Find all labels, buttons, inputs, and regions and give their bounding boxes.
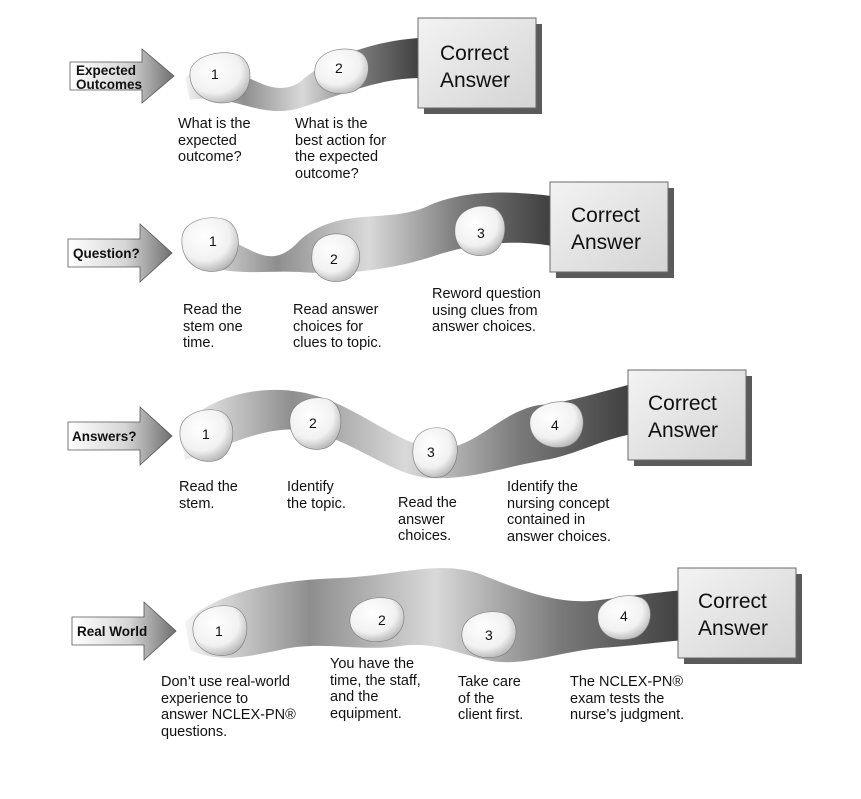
pebble-step-4: 4: [597, 595, 651, 640]
pebble: [181, 217, 239, 272]
step-caption-r4-1: Don’t use real-world experience to answe…: [161, 674, 296, 740]
pebble-step-2: 2: [314, 48, 369, 94]
step-number: 2: [309, 415, 317, 431]
box: [627, 369, 747, 461]
pebble: [412, 427, 458, 478]
ribbon: [185, 568, 685, 663]
row-question: Question? 1 2 3 Correct Answer: [67, 181, 674, 283]
correct-label: Correct: [440, 42, 509, 65]
pebble-step-3: 3: [454, 205, 506, 256]
arrow-label: Answers?: [72, 429, 137, 444]
correct-answer-box: Correct Answer: [417, 17, 542, 114]
pebble-step-1: 1: [192, 605, 248, 656]
arrow-label: Outcomes: [76, 77, 142, 92]
step-number: 2: [330, 251, 338, 267]
box: [417, 17, 537, 109]
row-answers: Answers? 1 2 3 4 Correct Answer: [67, 369, 752, 479]
step-number: 1: [215, 623, 223, 639]
arrow-shape: [67, 406, 173, 466]
answer-label: Answer: [440, 69, 510, 92]
pebble-step-1: 1: [181, 217, 239, 272]
box: [677, 567, 797, 659]
step-number: 1: [209, 233, 217, 249]
answer-label: Answer: [648, 419, 718, 442]
pebble: [349, 597, 405, 642]
step-caption-r3-3: Read the answer choices.: [398, 495, 457, 544]
step-number: 3: [485, 627, 493, 643]
pebble: [189, 52, 251, 104]
step-number: 1: [211, 66, 219, 82]
pebble-step-3: 3: [461, 611, 517, 658]
step-caption-r2-3: Reword question using clues from answer …: [432, 286, 541, 335]
ribbon: [180, 384, 632, 479]
step-number: 4: [551, 417, 559, 433]
step-caption-r1-1: What is the expected outcome?: [178, 116, 251, 165]
step-number: 2: [378, 612, 386, 628]
correct-answer-box: Correct Answer: [677, 567, 802, 664]
step-caption-r4-3: Take care of the client first.: [458, 674, 524, 723]
box: [549, 181, 669, 273]
step-number: 3: [477, 225, 485, 241]
arrow-real-world: Real World: [71, 601, 177, 661]
step-number: 3: [427, 444, 435, 460]
arrow-question: Question?: [67, 223, 173, 283]
arrow-label: Question?: [73, 246, 140, 261]
arrow-shape: [67, 223, 173, 283]
pebble-step-1: 1: [179, 409, 234, 462]
pebble: [289, 397, 342, 450]
correct-answer-box: Correct Answer: [627, 369, 752, 466]
step-caption-r4-4: The NCLEX-PN® exam tests the nurse’s jud…: [570, 674, 685, 723]
pebble-step-4: 4: [529, 401, 584, 448]
step-caption-r4-2: You have the time, the staff, and the eq…: [330, 656, 421, 722]
step-caption-r2-2: Read answer choices for clues to topic.: [293, 302, 382, 351]
correct-label: Correct: [571, 204, 640, 227]
pebble-step-2: 2: [289, 397, 342, 450]
step-caption-r3-2: Identify the topic.: [287, 479, 346, 512]
ribbon: [185, 192, 552, 274]
pebble: [597, 595, 651, 640]
pebble: [192, 605, 248, 656]
arrow-answers: Answers?: [67, 406, 173, 466]
pebble: [179, 409, 234, 462]
pebble-step-3: 3: [412, 427, 458, 478]
step-number: 2: [335, 60, 343, 76]
answer-label: Answer: [698, 617, 768, 640]
arrow-expected-outcomes: Expected Outcomes: [69, 48, 175, 104]
step-caption-r1-2: What is the best action for the expected…: [295, 116, 387, 182]
pebble-step-2: 2: [311, 233, 360, 282]
arrow-label: Real World: [77, 624, 147, 639]
step-caption-r2-1: Read the stem one time.: [183, 302, 243, 351]
arrow-shape: [69, 48, 175, 104]
row-real-world: Real World 1 2 3 4 Correct Answer: [71, 567, 802, 664]
step-number: 4: [620, 608, 628, 624]
pebble: [311, 233, 360, 282]
answer-label: Answer: [571, 231, 641, 254]
correct-answer-box: Correct Answer: [549, 181, 674, 278]
pebble: [461, 611, 517, 658]
step-caption-r3-4: Identify the nursing concept contained i…: [507, 479, 611, 545]
step-number: 1: [202, 426, 210, 442]
arrow-shape: [71, 601, 177, 661]
step-caption-r3-1: Read the stem.: [179, 479, 238, 512]
arrow-label: Expected: [76, 63, 136, 78]
pebble-step-1: 1: [189, 52, 251, 104]
correct-label: Correct: [698, 590, 767, 613]
pebble: [454, 205, 506, 256]
pebble: [314, 48, 369, 94]
pebble-step-2: 2: [349, 597, 405, 642]
pebble: [529, 401, 584, 448]
row-expected-outcomes: Expected Outcomes 1 2 Correct Answer: [69, 17, 542, 114]
correct-label: Correct: [648, 392, 717, 415]
